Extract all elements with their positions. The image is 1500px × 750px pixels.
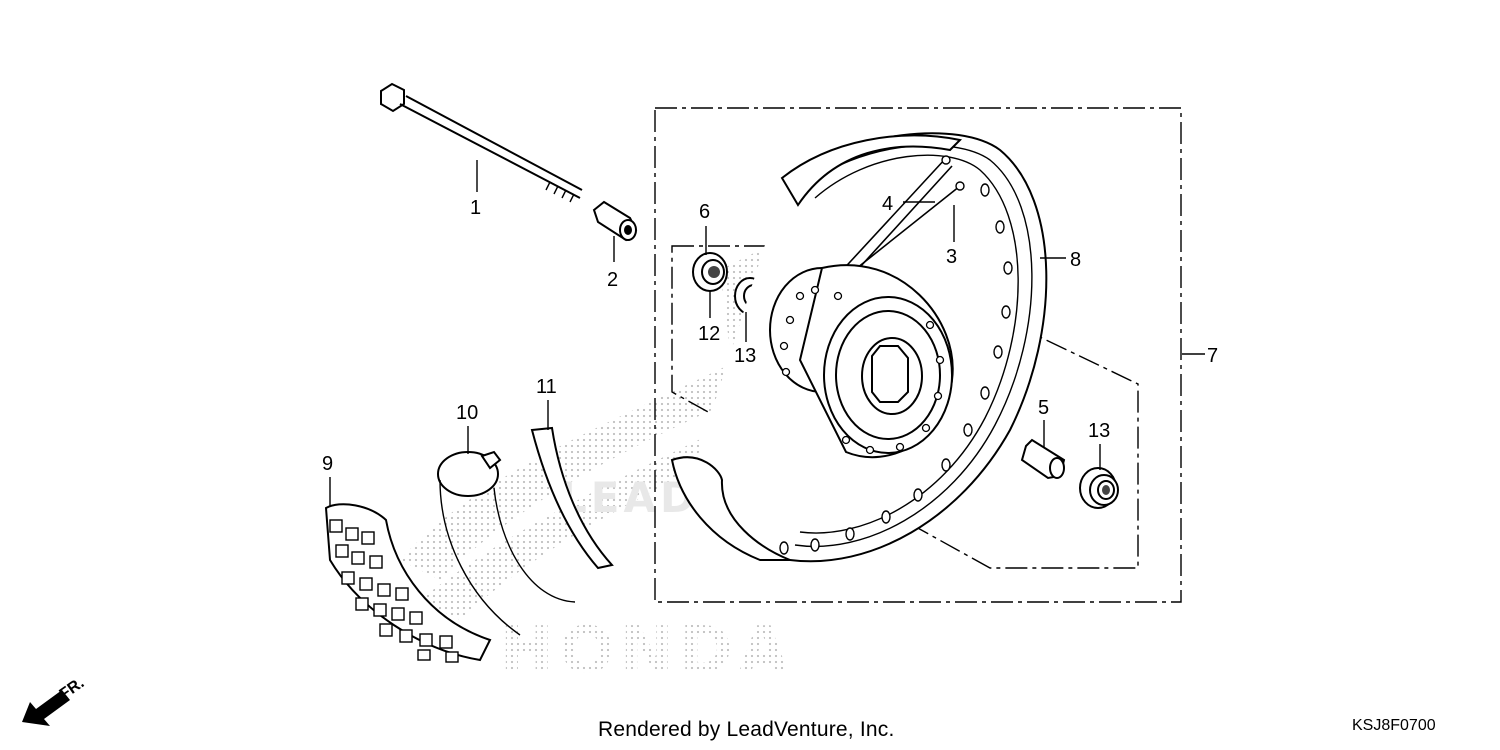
- callout-9: 9: [322, 453, 333, 475]
- bearing-part-right: [1079, 467, 1119, 509]
- watermark-brand-text: HONDA: [500, 614, 794, 688]
- callout-12: 12: [698, 323, 720, 345]
- callout-8: 8: [1070, 249, 1081, 271]
- leader-lines: [329, 160, 1205, 506]
- callout-2: 2: [607, 269, 618, 291]
- callout-10: 10: [456, 402, 478, 424]
- callout-5: 5: [1038, 397, 1049, 419]
- axle-bolt-part: [380, 82, 583, 203]
- tire-part: [324, 503, 492, 663]
- callout-7: 7: [1207, 345, 1218, 367]
- tube-part: [437, 450, 576, 636]
- callout-6: 6: [699, 201, 710, 223]
- distance-collar-part: [1020, 438, 1066, 480]
- callout-13-right: 13: [1088, 420, 1110, 442]
- callout-3: 3: [946, 246, 957, 268]
- callout-4: 4: [882, 193, 893, 215]
- hub-subassembly-frame: [671, 245, 1139, 569]
- dust-seal-part: [692, 252, 728, 292]
- callout-11: 11: [536, 376, 557, 398]
- arrow-down-left-icon: [22, 690, 70, 726]
- collar-part: [592, 200, 638, 242]
- hub-part: [769, 264, 954, 459]
- rim-band-part: [530, 426, 614, 570]
- diagram-code: KSJ8F0700: [1352, 717, 1436, 734]
- wheel-assembly-frame: [654, 107, 1182, 603]
- callout-13-left: 13: [734, 345, 756, 367]
- front-direction-marker: FR.: [22, 675, 87, 726]
- rendered-by-credit: Rendered by LeadVenture, Inc.: [598, 718, 895, 741]
- spokes-part: [837, 155, 965, 279]
- callout-1: 1: [470, 197, 481, 219]
- callout-labels: 1 2 3 4 5 6 7 8 9 10 11 12 13 13: [322, 193, 1218, 475]
